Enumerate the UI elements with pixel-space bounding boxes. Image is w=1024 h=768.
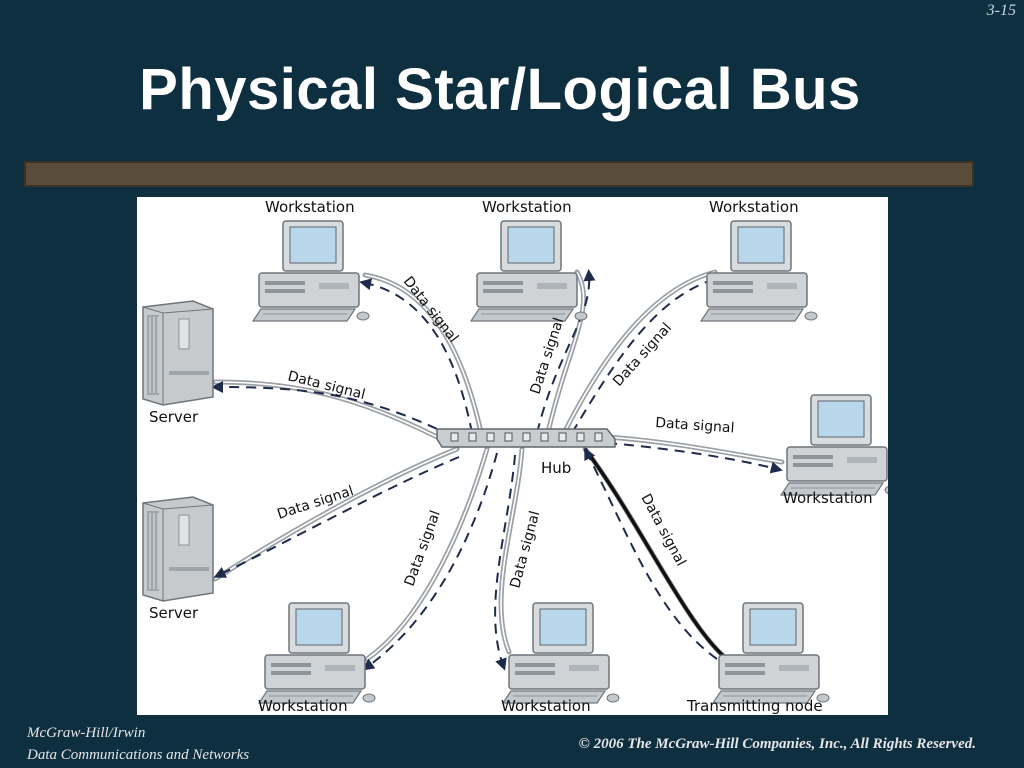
signal-label-right: Data signal [655, 415, 735, 436]
label-workstation-top-center: Workstation [482, 198, 572, 216]
footer-publisher: McGraw-Hill/Irwin [27, 725, 146, 741]
footer-copyright: © 2006 The McGraw-Hill Companies, Inc., … [578, 736, 976, 752]
transmitting-cable [583, 447, 729, 661]
hub-label: Hub [541, 459, 571, 477]
workstation-bottom-center-icon [502, 602, 620, 704]
signal-label-top-left: Data signal [400, 274, 461, 346]
label-workstation-bottom-center: Workstation [501, 697, 591, 715]
signal-label-transmitting: Data signal [637, 491, 688, 569]
network-diagram: Hub Workstation Workstation Workstation … [137, 197, 898, 715]
workstation-bottom-left-icon [258, 602, 376, 704]
transmitting-node-icon [712, 602, 830, 704]
hub: Hub [436, 428, 616, 477]
title-divider [24, 161, 974, 187]
server-bottom-icon [142, 496, 214, 602]
diagram-svg: Hub Workstation Workstation Workstation … [142, 198, 898, 715]
label-workstation-top-left: Workstation [265, 198, 355, 216]
slide-title: Physical Star/Logical Bus [139, 57, 861, 122]
label-workstation-top-right: Workstation [709, 198, 799, 216]
workstation-top-center-icon [470, 220, 588, 322]
signal-label-server-top: Data signal [286, 368, 367, 403]
workstation-top-left-icon [252, 220, 370, 322]
cables [212, 269, 785, 662]
label-server-top: Server [149, 408, 199, 426]
workstation-right-icon [780, 394, 898, 496]
label-transmitting-node: Transmitting node [686, 697, 823, 715]
label-server-bottom: Server [149, 604, 199, 622]
cable-highlights [214, 271, 783, 660]
slide-number: 3-15 [986, 2, 1016, 19]
signal-arrows [211, 269, 783, 671]
footer-book-title: Data Communications and Networks [27, 747, 250, 763]
workstation-top-right-icon [700, 220, 818, 322]
server-top-icon [142, 300, 214, 406]
label-workstation-right: Workstation [783, 489, 873, 507]
label-workstation-bottom-left: Workstation [258, 697, 348, 715]
footer-left: McGraw-Hill/Irwin Data Communications an… [27, 722, 249, 766]
